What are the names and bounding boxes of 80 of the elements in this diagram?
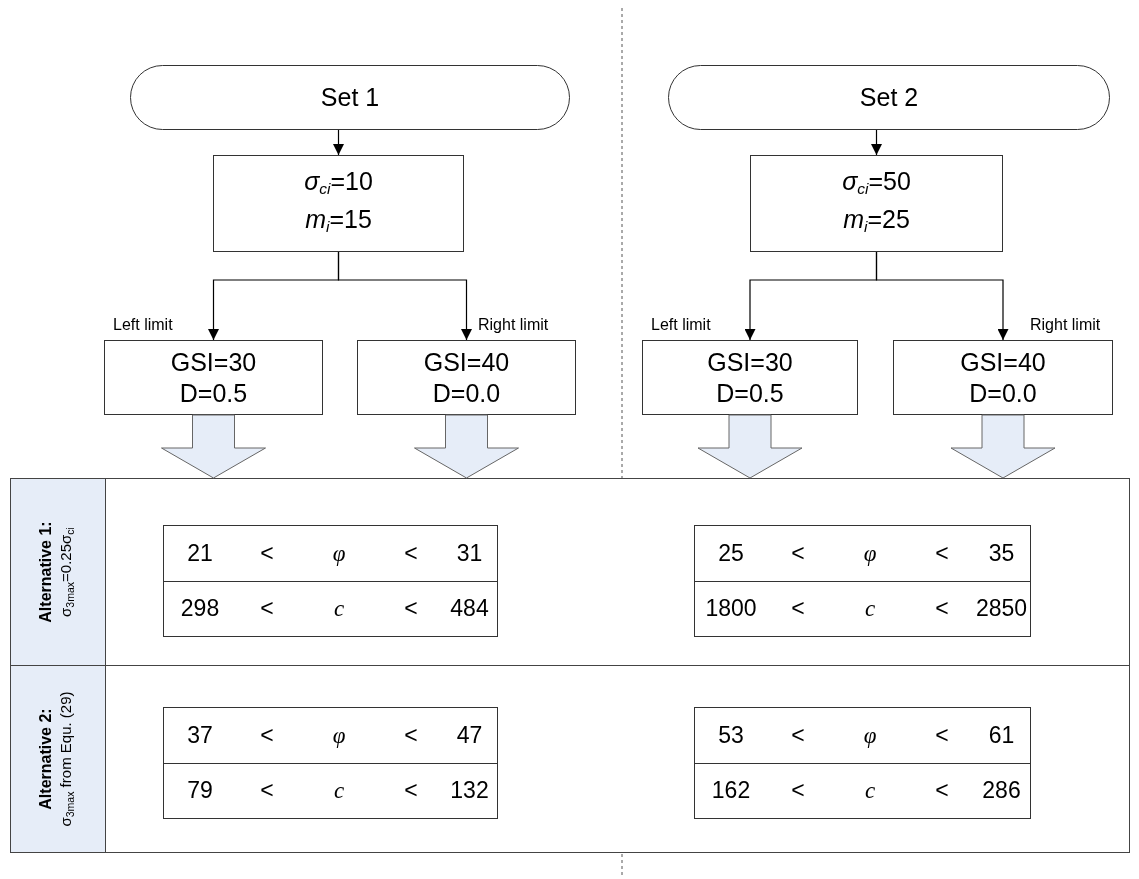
block-arrow: [414, 414, 519, 479]
table-cell: 25: [718, 540, 744, 567]
branch-label: Left limit: [651, 316, 711, 334]
table-row: [10, 478, 1130, 666]
table-cell: 79: [187, 777, 213, 804]
result-table: [694, 525, 1031, 637]
table-cell: <: [260, 722, 274, 749]
node-text: Set 2: [859, 82, 919, 113]
table-cell: <: [404, 595, 418, 622]
node-text: D=0.5: [179, 377, 248, 409]
node-text: D=0.0: [969, 377, 1037, 409]
table-cell: φ: [863, 722, 877, 749]
node-text: D=0.5: [716, 377, 784, 409]
table-cell: <: [935, 595, 949, 622]
table-cell: <: [791, 777, 805, 804]
process-box: [893, 340, 1113, 415]
table-cell: 61: [988, 722, 1015, 749]
table-cell: <: [791, 540, 805, 567]
node-text: σ$_{ci}$=10: [304, 165, 373, 199]
table-cell: <: [935, 540, 949, 567]
arrow: [875, 251, 1009, 341]
table-cell: <: [791, 595, 805, 622]
result-table: [694, 707, 1031, 819]
table-cell: 31: [456, 540, 483, 567]
table-cell: 484: [450, 595, 489, 622]
branch-label: Right limit: [1030, 316, 1101, 334]
row-title: Alternative 2:: [36, 708, 56, 810]
arrow: [333, 129, 344, 156]
branch-label: Left limit: [113, 316, 173, 334]
table-cell: 1800: [705, 595, 757, 622]
table-cell: 298: [180, 595, 220, 622]
table-cell: <: [404, 540, 418, 567]
process-box: [357, 340, 576, 415]
arrow: [337, 251, 472, 341]
arrow: [871, 129, 882, 156]
table-cell: 162: [711, 777, 751, 804]
node-text: σ$_{ci}$=50: [842, 165, 911, 199]
node-text: D=0.0: [432, 377, 501, 409]
table-cell: <: [260, 595, 274, 622]
table-cell: <: [260, 540, 274, 567]
table-cell: c: [864, 777, 876, 804]
table-cell: c: [864, 595, 876, 622]
table-cell: 132: [450, 777, 489, 804]
table-cell: <: [260, 777, 274, 804]
table-cell: <: [404, 777, 418, 804]
branch-label: Right limit: [478, 316, 549, 334]
table-cell: <: [791, 722, 805, 749]
node-text: GSI=40: [423, 346, 510, 378]
block-arrow: [697, 414, 803, 479]
table-cell: 53: [718, 722, 744, 749]
table-cell: 35: [988, 540, 1015, 567]
table-cell: c: [333, 595, 345, 622]
node-text: GSI=40: [960, 346, 1046, 378]
node-text: GSI=30: [170, 346, 257, 378]
table-cell: φ: [332, 722, 346, 749]
process-box: [642, 340, 858, 415]
node-text: m$_{i}$=25: [843, 203, 910, 237]
table-cell: <: [935, 722, 949, 749]
node-text: GSI=30: [707, 346, 793, 378]
node-text: m$_{i}$=15: [305, 203, 372, 237]
table-cell: 21: [187, 540, 213, 567]
block-arrow: [161, 414, 266, 479]
table-cell: <: [935, 777, 949, 804]
table-cell: 286: [982, 777, 1021, 804]
table-row: [10, 665, 1130, 853]
process-box: [750, 155, 1003, 252]
process-box: [213, 155, 464, 252]
node-text: Set 1: [320, 82, 380, 113]
process-box: [104, 340, 323, 415]
table-cell: 37: [187, 722, 213, 749]
table-cell: 2850: [975, 595, 1028, 622]
block-arrow: [950, 414, 1056, 479]
table-cell: c: [333, 777, 345, 804]
row-title: Alternative 1:: [36, 521, 56, 623]
table-cell: φ: [332, 540, 346, 567]
table-cell: 47: [456, 722, 483, 749]
table-cell: <: [404, 722, 418, 749]
result-table: [163, 525, 498, 637]
result-table: [163, 707, 498, 819]
table-cell: φ: [863, 540, 877, 567]
